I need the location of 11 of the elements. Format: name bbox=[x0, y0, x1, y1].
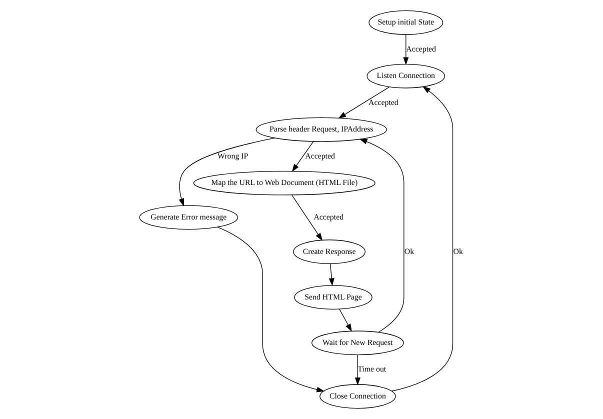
arrow bbox=[292, 141, 314, 172]
arrow bbox=[292, 194, 322, 241]
arrow bbox=[217, 226, 325, 392]
arrow bbox=[178, 138, 276, 206]
arrow bbox=[391, 86, 454, 392]
arrow bbox=[339, 308, 352, 332]
arrow bbox=[354, 354, 360, 386]
arrow bbox=[403, 34, 409, 66]
arrow bbox=[328, 264, 334, 286]
arrow bbox=[359, 138, 404, 332]
arrow bbox=[338, 86, 390, 119]
